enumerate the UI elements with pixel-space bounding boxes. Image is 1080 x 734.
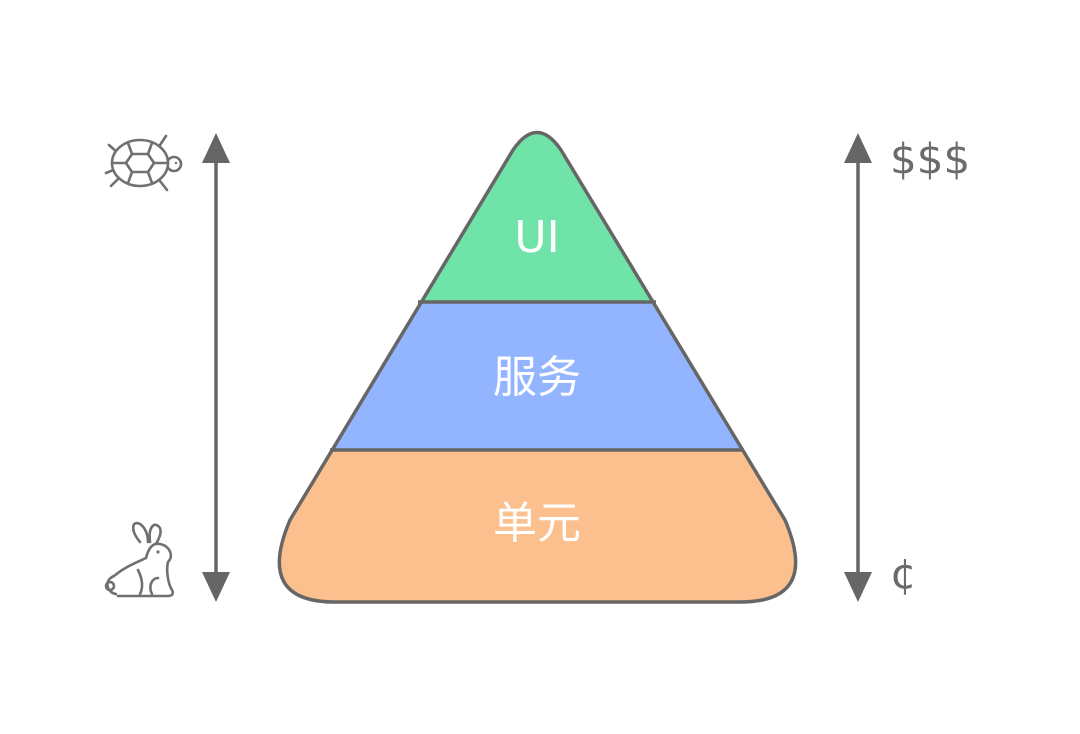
left-axis (202, 133, 230, 602)
cost-high-label: $$$ (890, 135, 970, 184)
right-axis (844, 133, 872, 602)
left-axis-arrow-down (202, 572, 230, 602)
left-axis-arrow-up (202, 133, 230, 163)
right-axis-arrow-down (844, 572, 872, 602)
right-axis-arrow-up (844, 133, 872, 163)
layer-label-ui: UI (514, 212, 559, 263)
layer-label-service: 服务 (493, 352, 581, 403)
turtle-icon (104, 134, 183, 192)
pyramid-layer-unit (279, 450, 796, 602)
cost-low-label: ¢ (890, 550, 917, 599)
rabbit-icon (104, 521, 175, 598)
pyramid-layer-ui (279, 132, 796, 302)
pyramid-outline (277, 130, 798, 604)
layer-label-unit: 单元 (493, 498, 581, 549)
